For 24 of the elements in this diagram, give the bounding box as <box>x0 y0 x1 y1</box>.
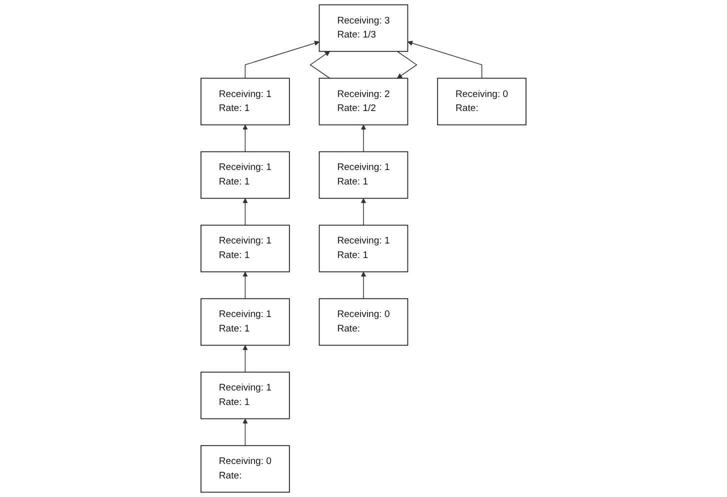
node-box: Receiving: 2 Rate: 1/2 <box>318 78 408 126</box>
node-box: Receiving: 0 Rate: <box>200 445 290 493</box>
arrow <box>242 124 248 152</box>
arrow <box>360 124 366 152</box>
arrow <box>310 51 330 79</box>
arrow <box>396 50 418 78</box>
arrow <box>242 418 248 446</box>
node-box: Receiving: 1 Rate: 1 <box>200 298 290 346</box>
node-box: Receiving: 1 Rate: 1 <box>200 224 290 272</box>
arrow <box>407 40 482 79</box>
node-box: Receiving: 0 Rate: <box>318 298 408 346</box>
arrow <box>360 272 366 300</box>
arrow <box>242 272 248 300</box>
node-box: Receiving: 1 Rate: 1 <box>200 151 290 199</box>
node-box: Receiving: 3 Rate: 1/3 <box>318 4 408 52</box>
arrow <box>242 345 248 373</box>
arrow <box>360 198 366 226</box>
arrow <box>244 40 320 79</box>
node-box: Receiving: 1 Rate: 1 <box>318 224 408 272</box>
arrow <box>242 198 248 226</box>
node-box: Receiving: 0 Rate: <box>437 78 526 126</box>
node-box: Receiving: 1 Rate: 1 <box>318 151 408 199</box>
node-box: Receiving: 1 Rate: 1 <box>200 372 290 420</box>
node-box: Receiving: 1 Rate: 1 <box>200 78 290 126</box>
